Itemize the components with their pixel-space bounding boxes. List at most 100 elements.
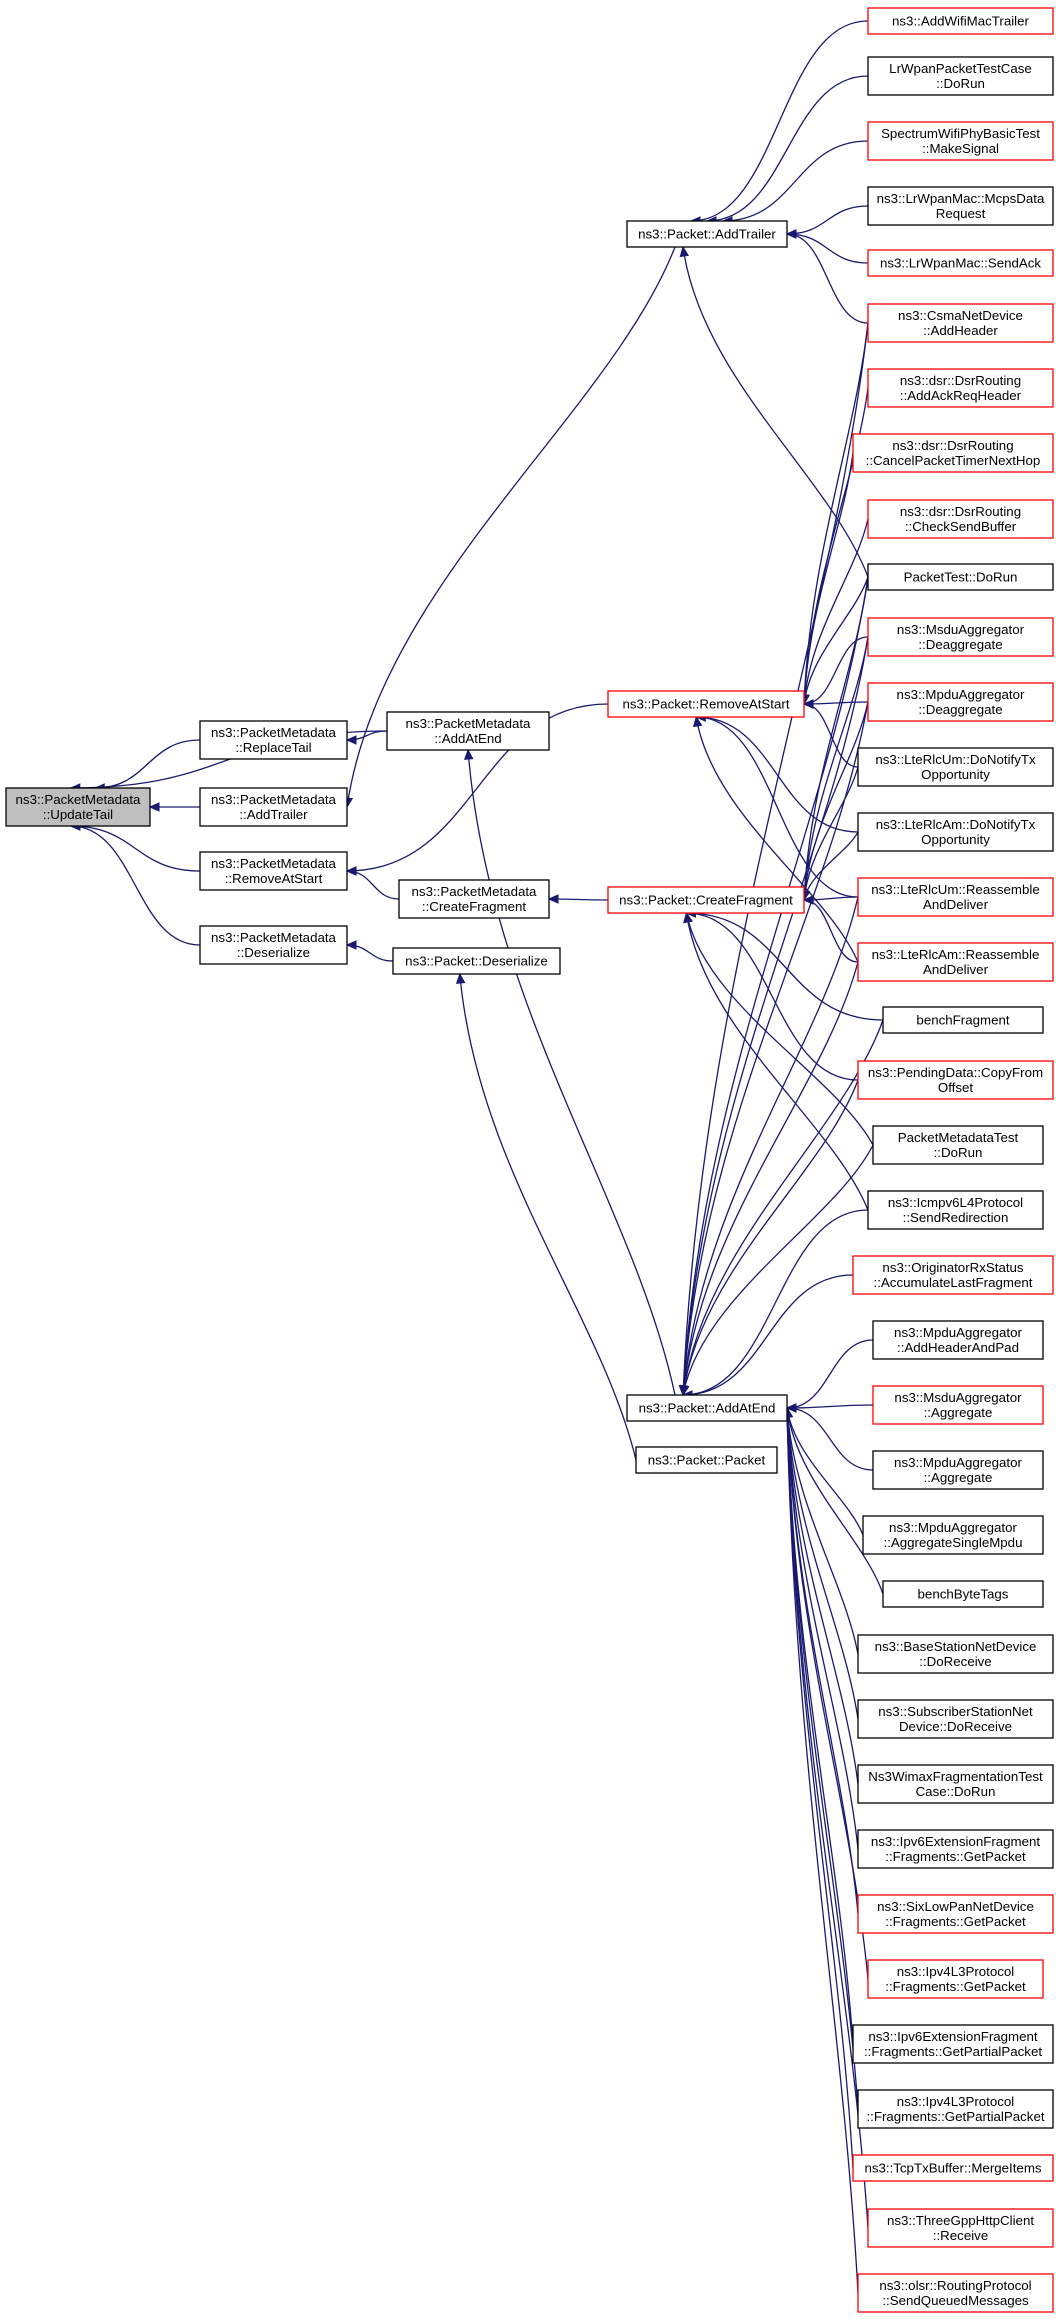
node-box[interactable]: [867, 563, 1054, 591]
node-addtrailer-pm[interactable]: ns3::PacketMetadata::AddTrailer: [199, 787, 348, 827]
node-box[interactable]: [857, 1634, 1054, 1674]
node-box[interactable]: [857, 1764, 1054, 1804]
node-box[interactable]: [867, 303, 1054, 343]
node-box[interactable]: [398, 879, 550, 919]
node-box[interactable]: [857, 1060, 1054, 1100]
node-box[interactable]: [199, 851, 348, 891]
node-box[interactable]: [867, 617, 1054, 657]
node-r-msdudeagg[interactable]: ns3::MsduAggregator::Deaggregate: [867, 617, 1054, 657]
node-box[interactable]: [607, 886, 805, 914]
node-box[interactable]: [607, 690, 805, 718]
node-box[interactable]: [882, 1006, 1044, 1034]
node-r-tcptxbuffer[interactable]: ns3::TcpTxBuffer::MergeItems: [852, 2154, 1054, 2182]
node-box[interactable]: [867, 56, 1054, 96]
node-box[interactable]: [852, 2154, 1054, 2182]
node-box[interactable]: [867, 368, 1054, 408]
node-box[interactable]: [867, 186, 1054, 226]
node-createfragment-pm[interactable]: ns3::PacketMetadata::CreateFragment: [398, 879, 550, 919]
node-box[interactable]: [852, 433, 1054, 473]
node-box[interactable]: [199, 720, 348, 760]
node-box[interactable]: [852, 2024, 1054, 2064]
node-box[interactable]: [867, 1959, 1044, 1999]
node-r-benchfragment[interactable]: benchFragment: [882, 1006, 1044, 1034]
node-box[interactable]: [857, 812, 1054, 852]
node-box[interactable]: [867, 1190, 1044, 1230]
node-r-mpdudeagg[interactable]: ns3::MpduAggregator::Deaggregate: [867, 682, 1054, 722]
node-box[interactable]: [199, 787, 348, 827]
node-packet-addatend[interactable]: ns3::Packet::AddAtEnd: [626, 1394, 788, 1422]
node-r-dsrchecksend[interactable]: ns3::dsr::DsrRouting::CheckSendBuffer: [867, 499, 1054, 539]
node-box[interactable]: [872, 1450, 1044, 1490]
node-box[interactable]: [862, 1515, 1044, 1555]
node-r-icmpv6[interactable]: ns3::Icmpv6L4Protocol::SendRedirection: [867, 1190, 1044, 1230]
node-r-basestation[interactable]: ns3::BaseStationNetDevice::DoReceive: [857, 1634, 1054, 1674]
node-box[interactable]: [199, 925, 348, 965]
node-r-threegpp[interactable]: ns3::ThreeGppHttpClient::Receive: [867, 2208, 1054, 2248]
node-box[interactable]: [857, 747, 1054, 787]
node-r-ipv4l3partial[interactable]: ns3::Ipv4L3Protocol::Fragments::GetParti…: [857, 2089, 1054, 2129]
node-r-ipv6extfrag[interactable]: ns3::Ipv6ExtensionFragment::Fragments::G…: [857, 1829, 1054, 1869]
node-box[interactable]: [857, 1829, 1054, 1869]
node-box[interactable]: [867, 682, 1054, 722]
node-root[interactable]: ns3::PacketMetadata::UpdateTail: [5, 787, 151, 827]
node-r-mpduagg[interactable]: ns3::MpduAggregator::Aggregate: [872, 1450, 1044, 1490]
node-box[interactable]: [857, 877, 1054, 917]
node-replacetail[interactable]: ns3::PacketMetadata::ReplaceTail: [199, 720, 348, 760]
node-packet-deserialize[interactable]: ns3::Packet::Deserialize: [392, 947, 561, 975]
node-r-packetmetadatatest[interactable]: PacketMetadataTest::DoRun: [872, 1125, 1044, 1165]
node-r-csmaaddheader[interactable]: ns3::CsmaNetDevice::AddHeader: [867, 303, 1054, 343]
node-r-msduagg[interactable]: ns3::MsduAggregator::Aggregate: [872, 1385, 1044, 1425]
node-removeatstart-pm[interactable]: ns3::PacketMetadata::RemoveAtStart: [199, 851, 348, 891]
node-packet-packet[interactable]: ns3::Packet::Packet: [635, 1446, 778, 1474]
node-r-spectrumwifi[interactable]: SpectrumWifiPhyBasicTest::MakeSignal: [867, 121, 1054, 161]
node-addatend-pm[interactable]: ns3::PacketMetadata::AddAtEnd: [386, 711, 550, 751]
node-box[interactable]: [867, 499, 1054, 539]
node-box[interactable]: [882, 1580, 1044, 1608]
node-r-sixlowpan[interactable]: ns3::SixLowPanNetDevice::Fragments::GetP…: [857, 1894, 1054, 1934]
node-box[interactable]: [867, 121, 1054, 161]
node-box[interactable]: [867, 2208, 1054, 2248]
node-r-ipv4l3get[interactable]: ns3::Ipv4L3Protocol::Fragments::GetPacke…: [867, 1959, 1044, 1999]
node-packet-createfragment[interactable]: ns3::Packet::CreateFragment: [607, 886, 805, 914]
node-r-mpduaggsingle[interactable]: ns3::MpduAggregator::AggregateSingleMpdu: [862, 1515, 1044, 1555]
node-r-mpduaddheader[interactable]: ns3::MpduAggregator::AddHeaderAndPad: [872, 1320, 1044, 1360]
node-box[interactable]: [386, 711, 550, 751]
node-box[interactable]: [626, 220, 788, 248]
node-box[interactable]: [857, 942, 1054, 982]
node-box[interactable]: [857, 2089, 1054, 2129]
node-r-ipv6extpartial[interactable]: ns3::Ipv6ExtensionFragment::Fragments::G…: [852, 2024, 1054, 2064]
node-r-dsrcancel[interactable]: ns3::dsr::DsrRouting::CancelPacketTimerN…: [852, 433, 1054, 473]
node-r-dsraddackreq[interactable]: ns3::dsr::DsrRouting::AddAckReqHeader: [867, 368, 1054, 408]
node-box[interactable]: [857, 2273, 1054, 2313]
node-r-lrwpanpackettest[interactable]: LrWpanPacketTestCase::DoRun: [867, 56, 1054, 96]
node-r-packettest[interactable]: PacketTest::DoRun: [867, 563, 1054, 591]
node-packet-removeatstart[interactable]: ns3::Packet::RemoveAtStart: [607, 690, 805, 718]
node-r-originator[interactable]: ns3::OriginatorRxStatus::AccumulateLastF…: [852, 1255, 1054, 1295]
node-r-addwifimactrailer[interactable]: ns3::AddWifiMacTrailer: [867, 7, 1054, 35]
node-box[interactable]: [872, 1320, 1044, 1360]
node-box[interactable]: [872, 1125, 1044, 1165]
node-r-subscriber[interactable]: ns3::SubscriberStationNetDevice::DoRecei…: [857, 1699, 1054, 1739]
node-box[interactable]: [5, 787, 151, 827]
node-r-lrwpansendack[interactable]: ns3::LrWpanMac::SendAck: [867, 249, 1054, 277]
node-box[interactable]: [867, 7, 1054, 35]
node-box[interactable]: [626, 1394, 788, 1422]
node-box[interactable]: [872, 1385, 1044, 1425]
node-box[interactable]: [857, 1894, 1054, 1934]
node-box[interactable]: [867, 249, 1054, 277]
node-box[interactable]: [392, 947, 561, 975]
node-box[interactable]: [857, 1699, 1054, 1739]
node-r-benchbytetags[interactable]: benchByteTags: [882, 1580, 1044, 1608]
node-box[interactable]: [635, 1446, 778, 1474]
node-box[interactable]: [852, 1255, 1054, 1295]
node-r-olsr[interactable]: ns3::olsr::RoutingProtocol::SendQueuedMe…: [857, 2273, 1054, 2313]
node-packet-addtrailer[interactable]: ns3::Packet::AddTrailer: [626, 220, 788, 248]
node-deserialize-pm[interactable]: ns3::PacketMetadata::Deserialize: [199, 925, 348, 965]
